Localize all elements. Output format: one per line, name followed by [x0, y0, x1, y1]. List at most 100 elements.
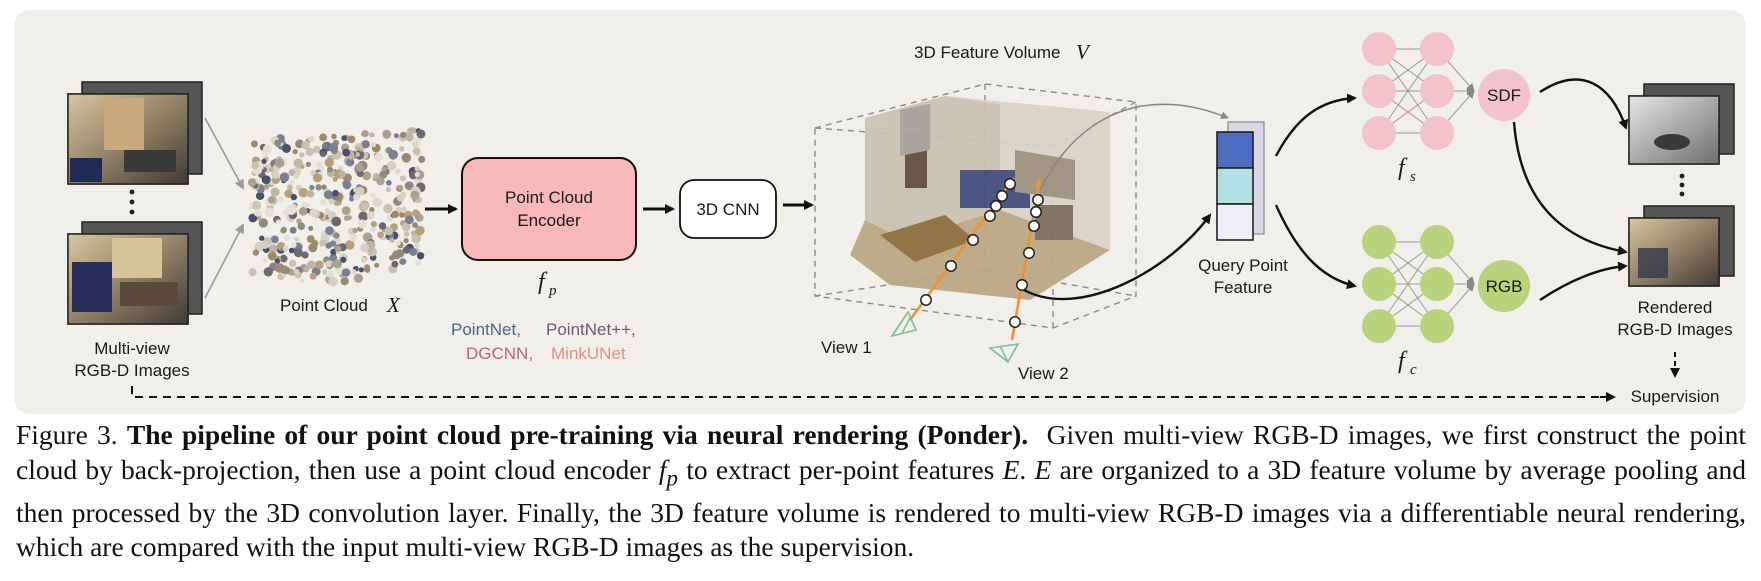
cloud-point: [412, 147, 421, 156]
cloud-point: [293, 268, 300, 275]
cloud-point: [354, 152, 360, 157]
cloud-point: [259, 235, 265, 241]
cloud-point: [277, 196, 284, 203]
mlp-node: [1362, 267, 1396, 301]
mlp-node: [1362, 32, 1396, 66]
mlp-node: [1420, 32, 1454, 66]
encoder-label-line2: Encoder: [517, 211, 581, 230]
cloud-point: [301, 141, 310, 150]
backbone-pointnetpp: PointNet++,: [546, 320, 636, 339]
volume-label: 3D Feature Volume: [914, 43, 1060, 62]
cloud-point: [369, 207, 375, 213]
cloud-point: [401, 222, 411, 232]
encoder-symbol: f: [538, 269, 548, 295]
sample-point: [1023, 247, 1035, 259]
cloud-point: [307, 260, 316, 270]
cloud-point: [312, 145, 321, 154]
cloud-point: [374, 152, 383, 162]
mlp-node: [1362, 74, 1396, 108]
mlp-node: [1420, 267, 1454, 301]
cloud-point: [389, 254, 395, 261]
cloud-point: [401, 206, 407, 212]
cloud-point: [342, 148, 351, 157]
sample-point: [990, 200, 1002, 212]
e-symbol: E: [1002, 453, 1020, 485]
cloud-point: [250, 140, 258, 148]
cloud-point: [410, 230, 417, 236]
mlp-node: [1362, 116, 1396, 150]
cloud-point: [391, 210, 399, 219]
sdf-output-node: SDF: [1478, 69, 1530, 121]
cloud-point: [374, 262, 380, 268]
cloud-point: [345, 240, 355, 250]
mlp-node: [1420, 309, 1454, 343]
point-cloud-label: Point Cloud: [280, 296, 368, 315]
cloud-point: [282, 245, 289, 252]
cloud-point: [298, 187, 309, 198]
cloud-point: [403, 238, 409, 244]
cloud-point: [405, 133, 414, 142]
cloud-point: [308, 136, 315, 143]
cloud-point: [274, 139, 282, 147]
cloud-point: [301, 251, 309, 259]
cloud-point: [289, 226, 297, 234]
cloud-point: [293, 173, 300, 180]
cloud-point: [325, 260, 332, 268]
cloud-point: [400, 175, 406, 182]
point-cloud: [247, 127, 426, 287]
rendered-rgb-image: [1628, 217, 1720, 287]
cloud-point: [328, 276, 339, 287]
cloud-point: [393, 133, 399, 139]
cloud-point: [315, 260, 324, 270]
rendered-depth-image: [1628, 95, 1720, 165]
cloud-point: [414, 213, 422, 221]
sample-point: [984, 210, 996, 222]
cloud-point: [332, 176, 338, 182]
fs-symbol: f: [1398, 155, 1408, 181]
cloud-point: [414, 166, 420, 172]
sample-point: [1030, 206, 1042, 218]
cloud-point: [319, 239, 327, 247]
fs-symbol-sub: s: [1410, 169, 1416, 185]
cloud-point: [383, 203, 393, 214]
cloud-point: [411, 233, 422, 244]
cloud-point: [261, 175, 271, 185]
view-2-label: View 2: [1018, 364, 1069, 383]
pipeline-diagram: Multi-view RGB-D Images Point Cloud X Po…: [67, 32, 1735, 406]
cloud-point: [268, 244, 278, 254]
cloud-point: [346, 215, 352, 221]
sample-point: [1004, 178, 1016, 190]
cloud-point: [322, 142, 328, 149]
cloud-point: [288, 247, 295, 254]
cloud-point: [297, 222, 306, 230]
cloud-point: [410, 190, 420, 200]
cloud-point: [370, 221, 377, 228]
query-point-feature: Query Point Feature: [1198, 121, 1288, 297]
encoder-symbol-sub: p: [548, 283, 557, 299]
cloud-point: [292, 149, 298, 155]
ellipsis-dot: [1679, 191, 1685, 197]
cloud-point: [361, 130, 369, 138]
mlp-edge: [1378, 48, 1438, 134]
rendered-label-line1: Rendered: [1638, 298, 1713, 317]
ellipsis-dot: [129, 209, 135, 215]
arrow-sdf-to-rendered: [1512, 121, 1628, 256]
cloud-point: [331, 133, 337, 140]
cloud-point: [342, 180, 352, 190]
cloud-point: [267, 196, 276, 204]
cloud-point: [320, 199, 327, 206]
cloud-point: [334, 245, 342, 252]
cloud-point: [360, 202, 369, 210]
cloud-point: [355, 186, 365, 196]
cloud-point: [358, 211, 369, 222]
cloud-point: [289, 259, 297, 267]
cloud-point: [409, 247, 418, 256]
mlp-edge: [1378, 241, 1438, 327]
cloud-point: [351, 269, 357, 275]
cloud-point: [271, 170, 280, 179]
cloud-point: [379, 170, 388, 179]
cloud-point: [299, 278, 305, 284]
mlp-node: [1362, 225, 1396, 259]
rgb-mlp-network: [1362, 225, 1475, 343]
cloud-point: [263, 267, 273, 277]
